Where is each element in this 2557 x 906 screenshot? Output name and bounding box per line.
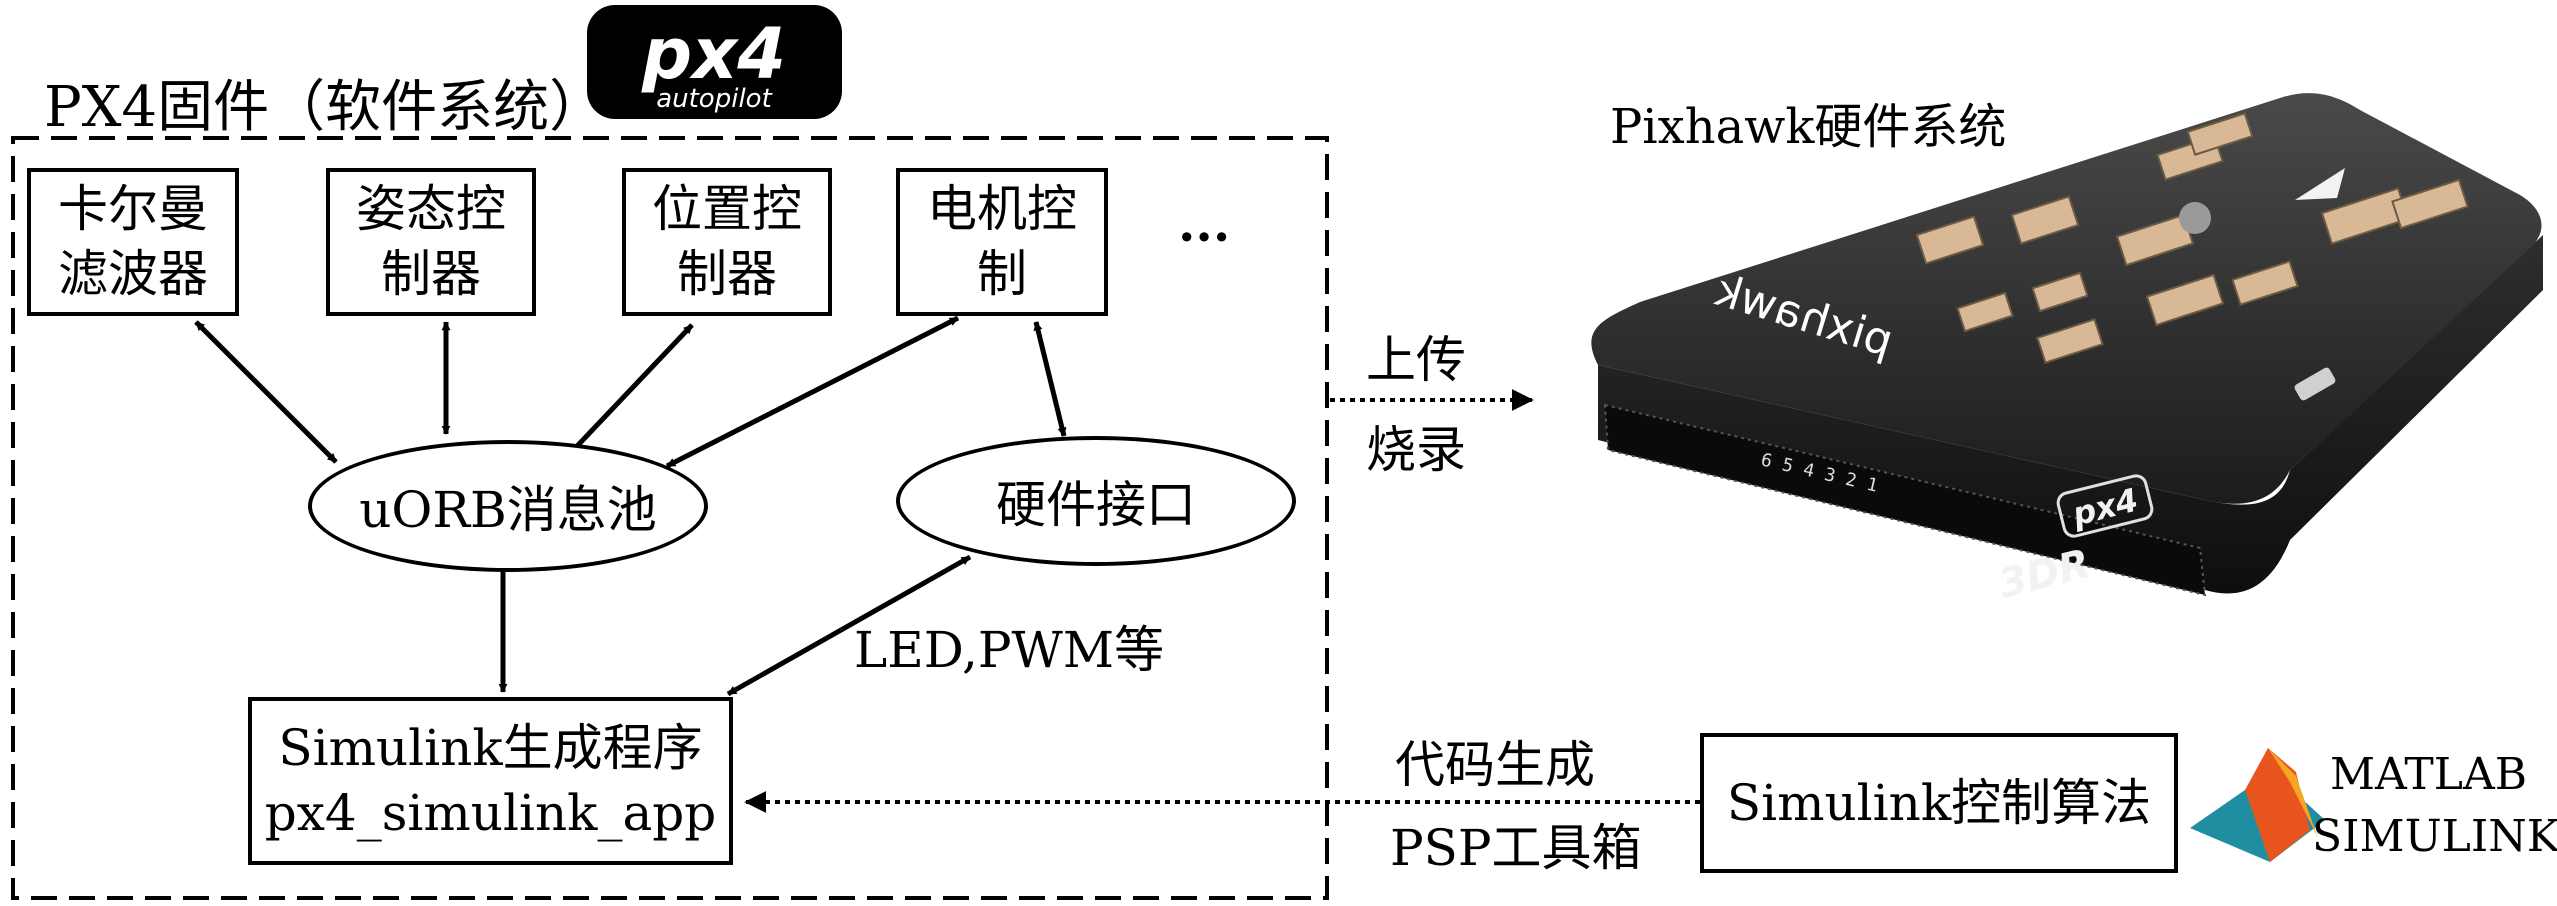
arrow-hw-simulink (726, 554, 972, 697)
simulink-wordmark-text: SIMULINK (2312, 811, 2557, 862)
motor-controller-line2: 制 (977, 245, 1027, 303)
pixhawk-board-image: pixhawk 3DR px4 6 5 4 3 2 1 (1591, 93, 2543, 608)
position-controller-line2: 制器 (677, 245, 777, 303)
arrow-motor-uorb (665, 315, 960, 469)
arrow-kalman-uorb (194, 320, 338, 464)
motor-controller-box: 电机控 制 (896, 168, 1108, 316)
kalman-filter-line2: 滤波器 (58, 245, 208, 303)
kalman-filter-line1: 卡尔曼 (58, 180, 208, 238)
simulink-program-line1: Simulink生成程序 (278, 719, 703, 777)
flash-label: 烧录 (1366, 421, 1466, 479)
kalman-filter-box: 卡尔曼 滤波器 (27, 168, 239, 316)
upload-label: 上传 (1366, 331, 1466, 389)
position-controller-box: 位置控 制器 (622, 168, 832, 316)
uorb-label: uORB消息池 (359, 481, 657, 539)
position-controller-line1: 位置控 (652, 180, 802, 238)
board-center-dot (2179, 202, 2211, 234)
simulink-wordmark: SIMULINK® (2312, 815, 2557, 859)
simulink-algorithm-box: Simulink控制算法 (1700, 733, 2178, 873)
simulink-algorithm-label: Simulink控制算法 (1726, 773, 2152, 832)
arrow-position-uorb (560, 323, 694, 464)
badge-px4-frame (2056, 474, 2154, 538)
simulink-program-box: Simulink生成程序 px4_simulink_app (248, 697, 733, 865)
pixhawk-title: Pixhawk硬件系统 (1610, 99, 2007, 155)
codegen-label: 代码生成 (1395, 736, 1595, 794)
matlab-membrane-icon (2190, 748, 2325, 862)
attitude-controller-line2: 制器 (381, 245, 481, 303)
pin-header (1603, 403, 2207, 597)
simulink-program-line2: px4_simulink_app (264, 784, 717, 842)
firmware-frame-label: PX4固件（软件系统） (44, 75, 606, 140)
attitude-controller-box: 姿态控 制器 (326, 168, 536, 316)
usb-port (2294, 367, 2336, 401)
led-pwm-label: LED,PWM等 (854, 621, 1165, 679)
firmware-frame (11, 136, 1329, 900)
uorb-message-pool: uORB消息池 (308, 440, 708, 572)
badge-3dr: 3DR (1994, 541, 2094, 608)
px4-logo-subtext: autopilot (656, 84, 772, 114)
psp-toolbox-label: PSP工具箱 (1390, 819, 1642, 877)
matlab-wordmark: MATLAB (2330, 749, 2528, 800)
connectors (1915, 112, 2469, 364)
px4-logo-text: px4 (641, 13, 786, 95)
arrow-motor-hw (1033, 321, 1067, 437)
motor-controller-line1: 电机控 (927, 180, 1077, 238)
board-side (1598, 235, 2543, 594)
hardware-interface: 硬件接口 (896, 436, 1296, 566)
hardware-interface-label: 硬件接口 (996, 476, 1196, 534)
more-modules-ellipsis: ··· (1178, 207, 1231, 266)
px4-logo: px4 autopilot (587, 5, 842, 119)
attitude-controller-line1: 姿态控 (356, 180, 506, 238)
direction-arrow-mark (2295, 168, 2345, 200)
